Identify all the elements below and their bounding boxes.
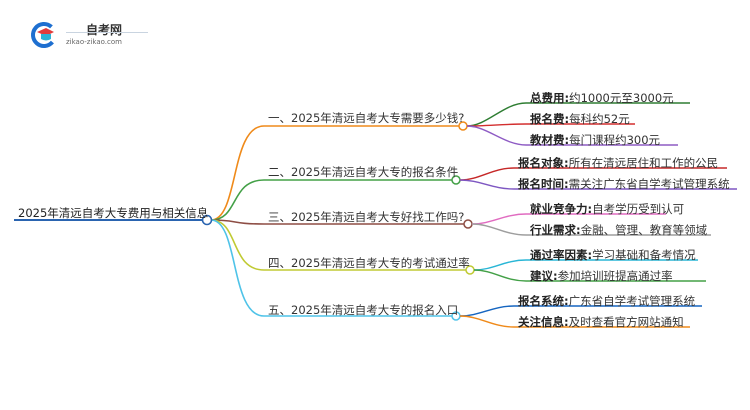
- logo-title: 自考网: [86, 23, 123, 37]
- leaf-value: 需关注广东省自学考试管理系统: [568, 177, 730, 191]
- leaf-eligible-applicants: 报名对象:所有在清远居住和工作的公民: [518, 155, 718, 171]
- leaf-key: 报名费:: [530, 112, 570, 126]
- branch-1-connector: [210, 125, 265, 221]
- leaf-total-fee: 总费用:约1000元至3000元: [530, 90, 674, 106]
- leaf-key: 关注信息:: [518, 315, 569, 329]
- leaf-key: 总费用:: [530, 91, 570, 105]
- branch-5-label: 五、2025年清远自考大专的报名入口: [268, 303, 459, 317]
- leaf-value: 金融、管理、教育等领域: [580, 223, 708, 237]
- leaf-value: 每门课程约300元: [569, 133, 661, 147]
- logo-url: zikao-zikao.com: [66, 38, 122, 46]
- leaf-key: 教材费:: [530, 133, 570, 147]
- leaf-key: 建议:: [530, 269, 558, 283]
- leaf-value: 广东省自学考试管理系统: [568, 294, 696, 308]
- branch-2-label: 二、2025年清远自考大专的报名条件: [268, 165, 459, 179]
- branch-5-connector: [210, 219, 265, 317]
- leaf-value: 约1000元至3000元: [569, 91, 674, 105]
- leaf-1-3-connector: [466, 125, 527, 146]
- leaf-key: 报名时间:: [518, 177, 569, 191]
- logo: 自考网 zikao-zikao.com: [30, 18, 148, 50]
- branch-3-node: [463, 219, 473, 229]
- branch-1-label: 一、2025年清远自考大专需要多少钱?: [268, 111, 465, 125]
- leaf-key: 就业竞争力:: [530, 202, 593, 216]
- leaf-4-2-connector: [473, 269, 527, 282]
- branch-3-connector: [210, 219, 265, 225]
- leaf-3-2-connector: [471, 223, 527, 236]
- leaf-2-2-connector: [459, 179, 515, 190]
- branch-2-connector: [210, 179, 265, 221]
- branch-3-label: 三、2025年清远自考大专好找工作吗?: [268, 210, 465, 224]
- leaf-value: 每科约52元: [569, 112, 630, 126]
- root-topic: 2025年清远自考大专费用与相关信息: [18, 206, 209, 220]
- leaf-5-2-connector: [459, 315, 515, 328]
- leaf-suggestion: 建议:参加培训班提高通过率: [530, 268, 673, 284]
- leaf-pass-rate-factors: 通过率因素:学习基础和备考情况: [530, 247, 696, 263]
- leaf-follow-info: 关注信息:及时查看官方网站通知: [518, 314, 684, 330]
- leaf-value: 自考学历受到认可: [592, 202, 685, 216]
- leaf-value: 参加培训班提高通过率: [557, 269, 673, 283]
- leaf-value: 学习基础和备考情况: [592, 248, 696, 262]
- logo-mark-icon: [31, 22, 57, 48]
- leaf-2-1-connector: [459, 167, 515, 181]
- leaf-key: 行业需求:: [530, 223, 581, 237]
- branch-4-label: 四、2025年清远自考大专的考试通过率: [268, 256, 470, 270]
- leaf-4-1-connector: [473, 259, 527, 271]
- leaf-1-1-connector: [466, 102, 527, 127]
- branch-4-connector: [210, 219, 265, 271]
- leaf-key: 通过率因素:: [530, 248, 593, 262]
- leaf-value: 及时查看官方网站通知: [568, 315, 684, 329]
- leaf-key: 报名对象:: [518, 156, 569, 170]
- leaf-registration-system: 报名系统:广东省自学考试管理系统: [518, 293, 695, 309]
- leaf-value: 所有在清远居住和工作的公民: [568, 156, 719, 170]
- leaf-key: 报名系统:: [518, 294, 569, 308]
- leaf-3-1-connector: [471, 213, 527, 225]
- root-node: [201, 214, 213, 226]
- leaf-5-1-connector: [459, 305, 515, 317]
- leaf-textbook-fee: 教材费:每门课程约300元: [530, 132, 660, 148]
- leaf-employment-competitiveness: 就业竞争力:自考学历受到认可: [530, 201, 684, 217]
- leaf-industry-demand: 行业需求:金融、管理、教育等领域: [530, 222, 707, 238]
- logo-divider: [66, 32, 148, 33]
- leaf-registration-time: 报名时间:需关注广东省自学考试管理系统: [518, 176, 730, 192]
- leaf-registration-fee: 报名费:每科约52元: [530, 111, 630, 127]
